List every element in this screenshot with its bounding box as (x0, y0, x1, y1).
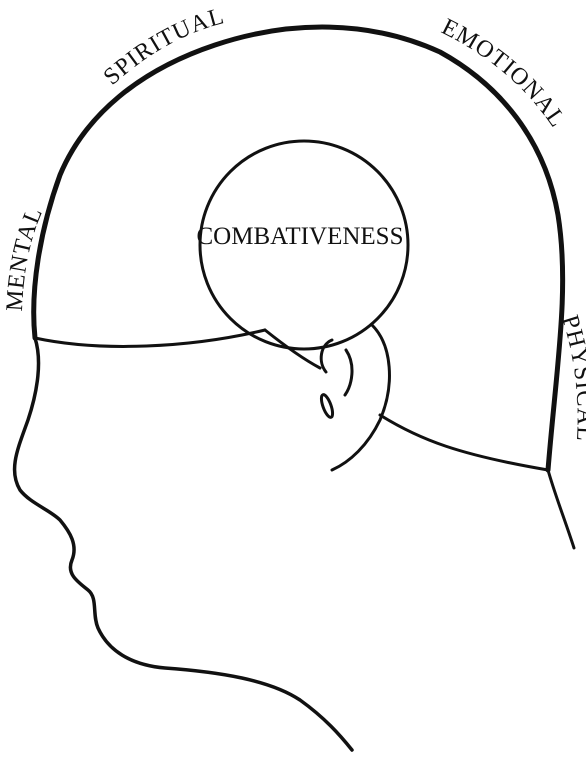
back-of-head-line (380, 415, 548, 470)
physical-label: PHYSICAL (556, 312, 586, 442)
neck-back-line (548, 470, 574, 548)
ear-canal-mark (319, 393, 335, 418)
ear-inner-curve (345, 350, 352, 395)
emotional-label: EMOTIONAL (437, 14, 570, 132)
mental-label: MENTAL (2, 203, 48, 312)
brain-band-line (35, 330, 265, 346)
ear-outline (332, 325, 389, 470)
face-profile (15, 338, 352, 750)
combativeness-label: COMBATIVENESS (197, 223, 404, 250)
